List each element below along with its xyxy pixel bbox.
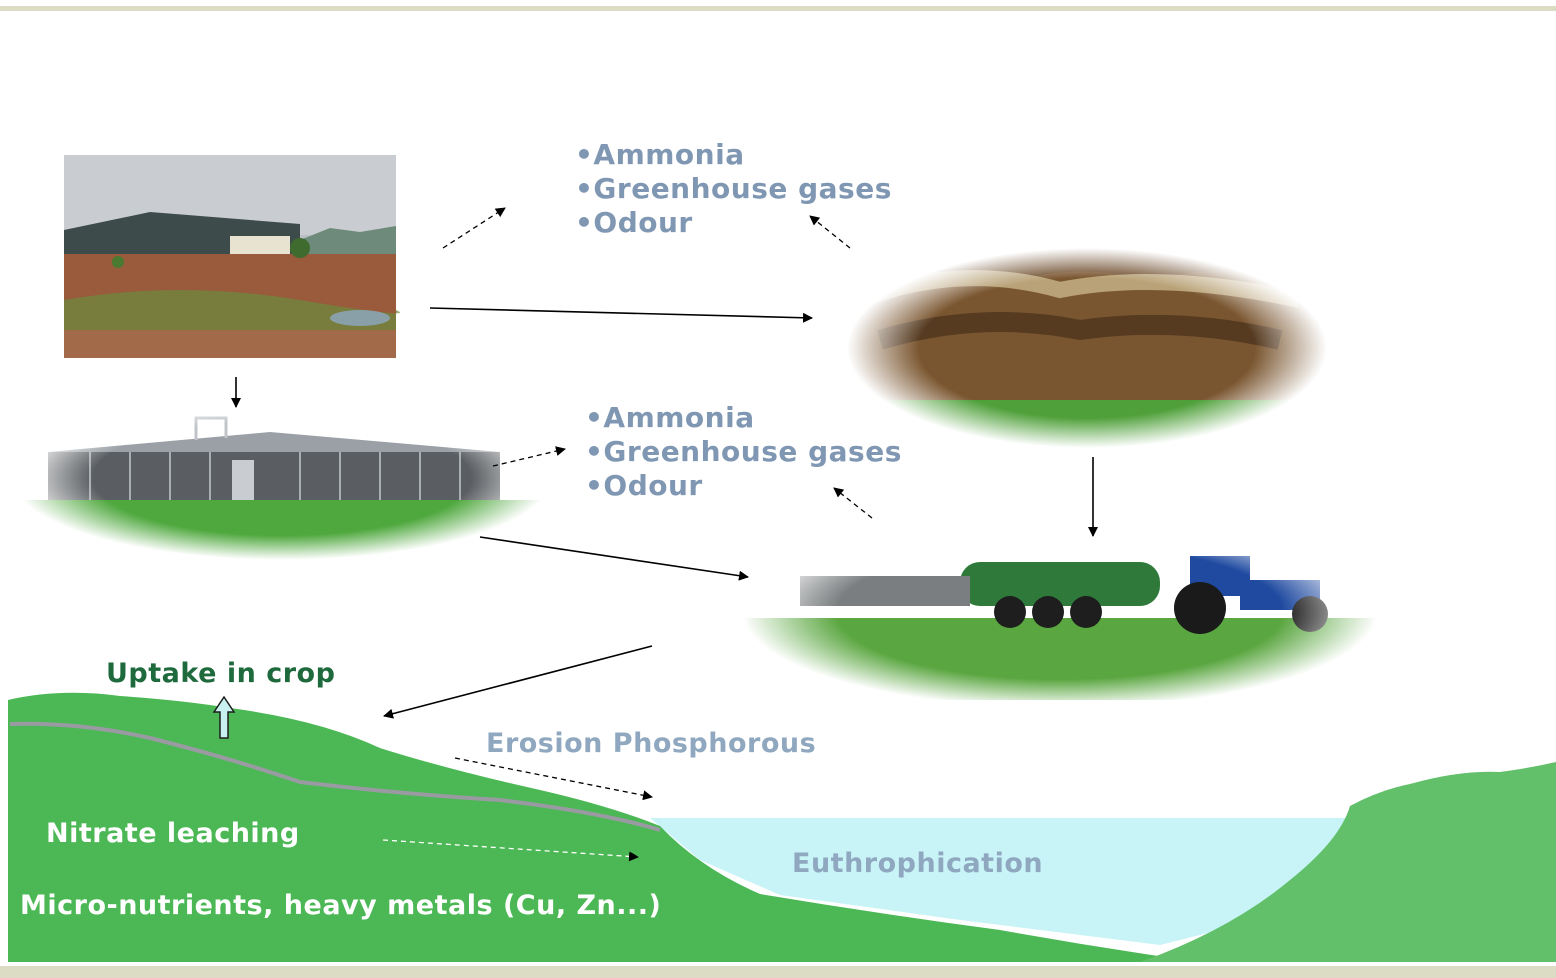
nitrate-leaching-label: Nitrate leaching	[46, 818, 300, 849]
farm-barn-photo	[64, 155, 400, 358]
emission-item: Ammonia	[575, 138, 892, 172]
bottom-border-bar	[0, 966, 1556, 978]
emissions-list-top: Ammonia Greenhouse gases Odour	[575, 138, 892, 240]
right-hill	[1140, 762, 1556, 962]
emission-item: Odour	[575, 206, 892, 240]
uptake-up-arrow-icon	[212, 695, 236, 739]
slurry-tank-photo	[12, 396, 552, 560]
left-hill	[8, 692, 1200, 962]
micro-nutrients-label: Micro-nutrients, heavy metals (Cu, Zn...…	[20, 890, 662, 921]
eutrophication-label: Euthrophication	[792, 848, 1044, 879]
arrow-farm-emissions	[442, 207, 506, 249]
arrow-tank-emissions	[492, 446, 566, 467]
emission-item: Odour	[585, 469, 902, 503]
manure-heap-photo	[846, 248, 1328, 448]
uptake-label: Uptake in crop	[106, 658, 336, 689]
arrow-erosion	[454, 757, 653, 801]
erosion-label: Erosion Phosphorous	[486, 728, 817, 759]
arrow-spreading-to-crop	[383, 645, 653, 719]
arrow-tank-to-spreading	[479, 536, 749, 581]
water-body	[650, 818, 1360, 945]
emission-item: Greenhouse gases	[585, 435, 902, 469]
top-border-bar	[0, 6, 1556, 11]
emission-item: Greenhouse gases	[575, 172, 892, 206]
tractor-tanker-photo	[742, 516, 1378, 700]
arrow-farm-to-heap	[429, 307, 813, 323]
emission-item: Ammonia	[585, 401, 902, 435]
arrow-nitrate	[382, 839, 639, 862]
soil-layer-line	[9, 721, 661, 832]
emissions-list-middle: Ammonia Greenhouse gases Odour	[585, 401, 902, 503]
